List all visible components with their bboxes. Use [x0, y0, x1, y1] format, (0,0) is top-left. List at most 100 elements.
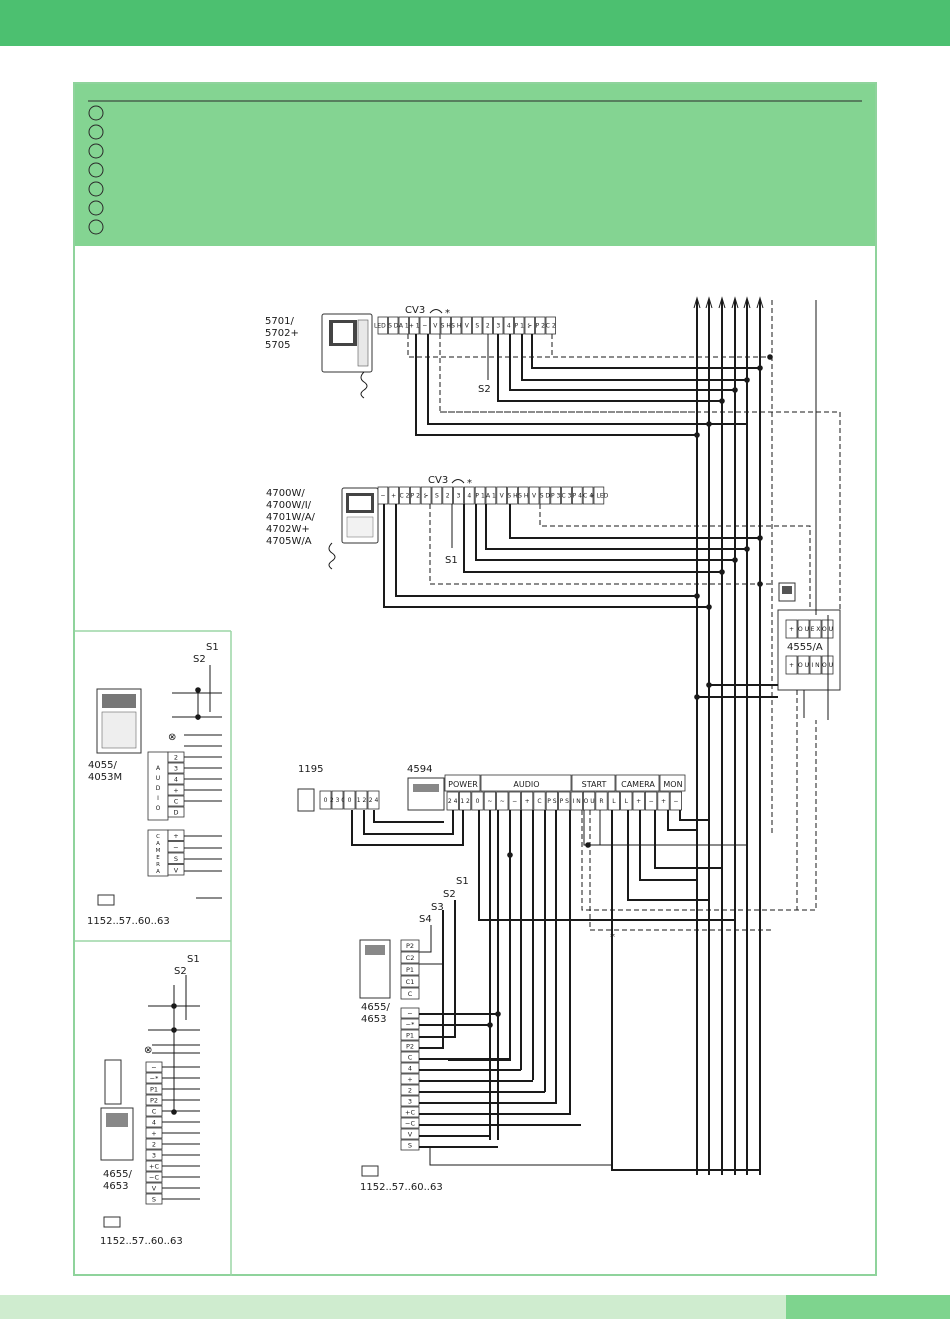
legend-panel — [75, 84, 875, 246]
main-terminal-label: ~ — [500, 798, 505, 805]
main-terminal-label: + — [636, 798, 641, 805]
m4700-terminal — [550, 486, 561, 505]
main-terminal — [632, 791, 645, 811]
wire — [627, 810, 709, 901]
junction-dot — [732, 387, 738, 393]
p4655-center-bottom-terminal-label: 3 — [408, 1098, 412, 1106]
m4700-terminal — [539, 486, 551, 505]
p4655-center-top-terminal-label: C1 — [406, 978, 415, 986]
wire — [521, 334, 747, 381]
m4700-terminal-label: − — [380, 493, 385, 500]
panel-4655-left-label-1: 4655/ — [103, 1169, 132, 1180]
t1195-terminal-label: 1 2 — [357, 797, 367, 804]
s2-label-top: S2 — [478, 384, 491, 395]
main-terminal — [620, 791, 633, 811]
wire — [551, 334, 772, 358]
p4655-left-terminal-label: S — [152, 1196, 156, 1204]
m5701-terminal-label: 2 — [486, 323, 490, 330]
main-unit-section — [480, 774, 572, 792]
monitor-5701: 5701/ 5702+ 5705 — [265, 313, 373, 399]
m5701-terminal — [524, 316, 535, 335]
m5701-terminal-label: S D — [388, 323, 399, 330]
wire — [654, 810, 722, 869]
arrow-icon — [756, 296, 764, 309]
wire — [395, 504, 697, 597]
p4655-center-bottom-terminal-label: C — [408, 1054, 413, 1062]
wire — [419, 900, 456, 1038]
main-terminal-label: ~ — [487, 798, 492, 805]
main-terminal-label: L — [625, 798, 629, 805]
main-terminal-label: 2 4 — [448, 798, 458, 805]
junction-dot — [757, 365, 763, 371]
p4655-center-bottom-terminal — [400, 1051, 420, 1063]
p4655-left-terminal-label: 4 — [152, 1119, 156, 1127]
monitor-4700: 4700W/ 4700W/I/ 4701W/A/ 4702W+ 4705W/A — [266, 487, 379, 570]
p4655-left-terminal-label: +C — [149, 1163, 159, 1171]
m5701-terminal-label: − — [422, 323, 427, 330]
m5701-terminal — [451, 316, 462, 335]
main-terminal — [570, 791, 583, 811]
main-terminal — [607, 791, 621, 811]
p4655-center-bottom-terminal — [400, 1117, 420, 1129]
camera-vertical-letter: A — [156, 841, 160, 847]
m5701-terminal-label: ⊱ — [527, 323, 532, 330]
legend-marker — [88, 219, 104, 235]
main-terminal — [645, 791, 658, 811]
p4655-center-bottom-terminal-label: + — [407, 1076, 412, 1084]
m5701-terminal-label: V — [465, 323, 470, 330]
m5701-terminal — [535, 316, 546, 335]
p4655-left-terminal-label: −C — [149, 1174, 159, 1182]
m5701-terminal-label: C 2 — [546, 323, 556, 330]
m4700-terminal-label: A 1 — [486, 493, 496, 500]
m4700-terminal-label: 3 — [457, 493, 461, 500]
m4700-terminal-label: C 3 — [562, 493, 572, 500]
junction-dot — [195, 714, 201, 720]
main-terminal-label: P S — [560, 798, 570, 805]
cable-code-left2: 1152..57..60..63 — [100, 1236, 183, 1247]
legend-marker — [88, 181, 104, 197]
s1-label-mid: S1 — [445, 555, 458, 566]
s1-label-left1: S1 — [206, 642, 219, 653]
m5701-terminal-label: 3 — [496, 323, 500, 330]
m4700-terminal-label: V — [532, 493, 537, 500]
m5701-terminal-label: + 1 — [409, 323, 420, 330]
p4655-center-top-terminal — [400, 963, 420, 976]
p4655-center-bottom-terminal — [400, 1139, 420, 1151]
panel-4655-center-label-1: 4655/ — [361, 1002, 390, 1013]
junction-dot — [195, 687, 201, 693]
wire — [475, 504, 735, 561]
wire — [667, 810, 697, 831]
m4700-terminal-label: P 1 — [475, 493, 485, 500]
m5701-terminal — [398, 316, 409, 335]
m4700-terminal-label: 4 — [467, 493, 471, 500]
main-unit-section — [571, 774, 616, 792]
m5701-terminal-label: 4 — [507, 323, 511, 330]
wire — [383, 504, 709, 608]
m4700-terminal — [453, 486, 464, 505]
m4700-terminal-label: 2 — [446, 493, 450, 500]
m4700-terminal — [409, 486, 421, 505]
main-unit-section — [444, 774, 481, 792]
main-terminal-label: O U — [584, 798, 595, 805]
main-terminal-label: + — [661, 798, 666, 805]
wire — [531, 334, 760, 369]
s1-label-center: S1 — [456, 876, 469, 887]
junction-dot — [732, 557, 738, 563]
audio-vertical-letter: O — [156, 805, 161, 812]
main-terminal-label: R — [599, 798, 603, 805]
p4655-left-terminal-label: C — [152, 1108, 157, 1116]
wire — [373, 810, 444, 823]
m5701-terminal — [472, 316, 483, 335]
junction-dot — [719, 398, 725, 404]
audio-vertical-letter: U — [156, 775, 160, 782]
panel-4655-center-label-2: 4653 — [361, 1014, 386, 1025]
t1195-terminal-label: 0 — [324, 797, 328, 804]
main-unit-section-label: AUDIO — [513, 780, 539, 789]
junction-dot — [694, 694, 700, 700]
monitor-4700-label-4: 4702W+ — [266, 524, 310, 535]
m5701-terminal-label: A 1 — [399, 323, 409, 330]
monitor-5701-label-1: 5701/ — [265, 316, 294, 327]
